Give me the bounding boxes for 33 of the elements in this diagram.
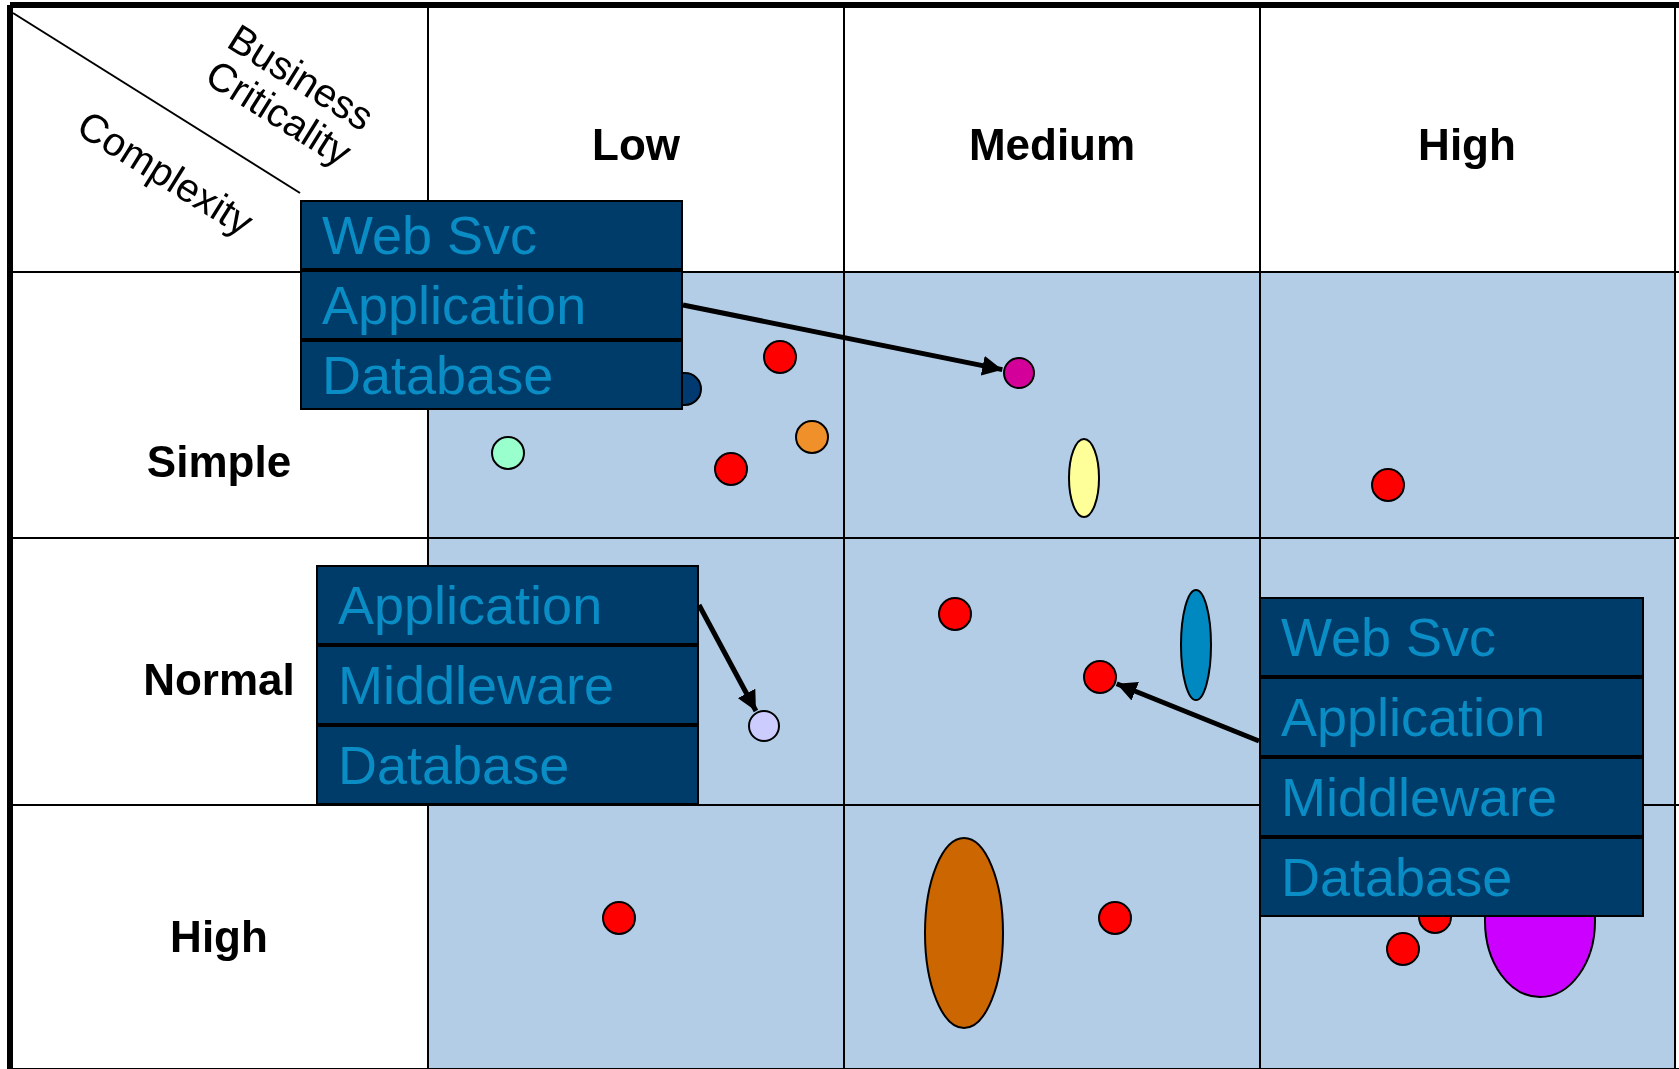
layer-box: Web Svc — [300, 200, 683, 270]
axis-label: Simple — [146, 437, 292, 487]
layer-box: Application — [1259, 677, 1644, 757]
circle-marker — [1003, 357, 1035, 389]
circle-marker — [748, 710, 780, 742]
arrow — [682, 302, 1003, 376]
circle-marker — [938, 597, 972, 631]
circle-marker — [763, 340, 797, 374]
axis-label: Low — [592, 120, 680, 170]
circle-marker — [1386, 932, 1420, 966]
layer-box: Middleware — [1259, 757, 1644, 837]
circle-marker — [1371, 468, 1405, 502]
layer-box: Database — [1259, 837, 1644, 917]
ellipse-marker — [924, 837, 1004, 1029]
circle-marker — [795, 420, 829, 454]
layer-box: Database — [316, 725, 699, 805]
circle-marker — [1083, 660, 1117, 694]
axis-label: High — [170, 912, 268, 962]
ellipse-marker — [1068, 438, 1100, 518]
circle-marker — [714, 452, 748, 486]
axis-label: High — [1418, 120, 1516, 170]
layer-box: Database — [300, 340, 683, 410]
ellipse-marker — [1180, 589, 1212, 701]
layer-box: Middleware — [316, 645, 699, 725]
arrow — [1115, 681, 1260, 744]
circle-marker — [491, 436, 525, 470]
axis-label: Normal — [143, 655, 295, 705]
circle-marker — [602, 901, 636, 935]
circle-marker — [1098, 901, 1132, 935]
layer-box: Application — [316, 565, 699, 645]
layer-box: Web Svc — [1259, 597, 1644, 677]
axis-label: Medium — [968, 120, 1136, 170]
layer-box: Application — [300, 270, 683, 340]
